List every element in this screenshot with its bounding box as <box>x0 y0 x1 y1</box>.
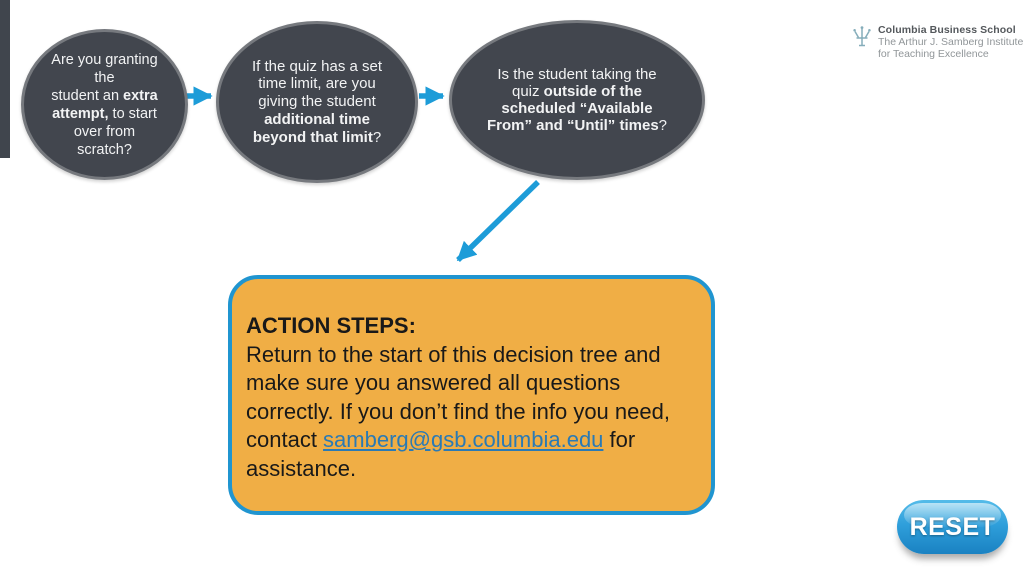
reset-button[interactable]: RESET <box>897 500 1008 554</box>
left-accent-bar <box>0 0 10 158</box>
email-link[interactable]: samberg@gsb.columbia.edu <box>323 427 604 452</box>
arrow-node3-to-action-box <box>456 180 540 262</box>
branding-institute-line2: for Teaching Excellence <box>878 48 989 60</box>
branding-block: Columbia Business School The Arthur J. S… <box>851 24 1023 60</box>
columbia-crown-icon <box>853 26 871 47</box>
branding-org-name: Columbia Business School <box>878 24 1016 36</box>
branding-institute-line1: The Arthur J. Samberg Institute <box>878 36 1024 48</box>
reset-button-label: RESET <box>909 512 996 541</box>
action-steps-text: ACTION STEPS:Return to the start of this… <box>246 313 670 481</box>
action-steps-box: ACTION STEPS:Return to the start of this… <box>228 275 715 515</box>
